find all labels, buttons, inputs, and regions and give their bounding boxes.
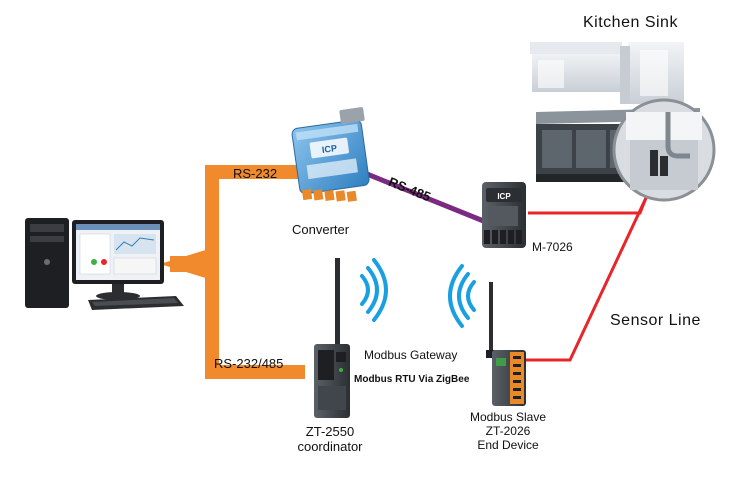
zt2026-role: End Device (477, 438, 539, 452)
converter-brand-logo: ICP (321, 143, 337, 155)
m7026-module: ICP (482, 182, 526, 248)
wireless-signal-right-icon (360, 258, 388, 322)
modbus-rtu-zigbee-label: Modbus RTU Via ZigBee (354, 374, 470, 385)
zt2026-label: Modbus Slave ZT-2026 End Device (448, 410, 568, 452)
zt2550-device (314, 258, 350, 418)
sink-sensor-icon (650, 150, 658, 176)
rs232-label: RS-232 (233, 166, 278, 181)
zt2026-title: Modbus Slave (469, 410, 547, 424)
sensor-lines (526, 167, 662, 362)
zt2026-antenna-icon (489, 282, 493, 352)
zt2550-label: ZT-2550 coordinator (270, 424, 390, 454)
modbus-gateway-label: Modbus Gateway (364, 348, 458, 362)
sink-sensor-zoom (612, 98, 716, 202)
pc-workstation (25, 218, 184, 310)
converter-device: ICP (291, 107, 370, 202)
sensor-line-label: Sensor Line (610, 312, 701, 329)
zt2026-device (486, 282, 526, 406)
converter-label: Converter (292, 222, 350, 237)
wireless-signal-left-icon (448, 264, 476, 328)
kitchen-upper-cabinets (530, 42, 684, 104)
zt2550-role: coordinator (297, 439, 363, 454)
zt2026-model: ZT-2026 (485, 424, 531, 438)
rs232-485-label: RS-232/485 (214, 356, 284, 371)
m7026-label: M-7026 (532, 240, 573, 254)
rs232-bus (160, 165, 305, 379)
rs485-cable (361, 169, 487, 225)
zt2550-model: ZT-2550 (305, 424, 355, 439)
m7026-brand-logo: ICP (497, 192, 511, 201)
kitchen-sink-label: Kitchen Sink (583, 14, 678, 31)
zt2550-antenna-icon (335, 258, 340, 356)
